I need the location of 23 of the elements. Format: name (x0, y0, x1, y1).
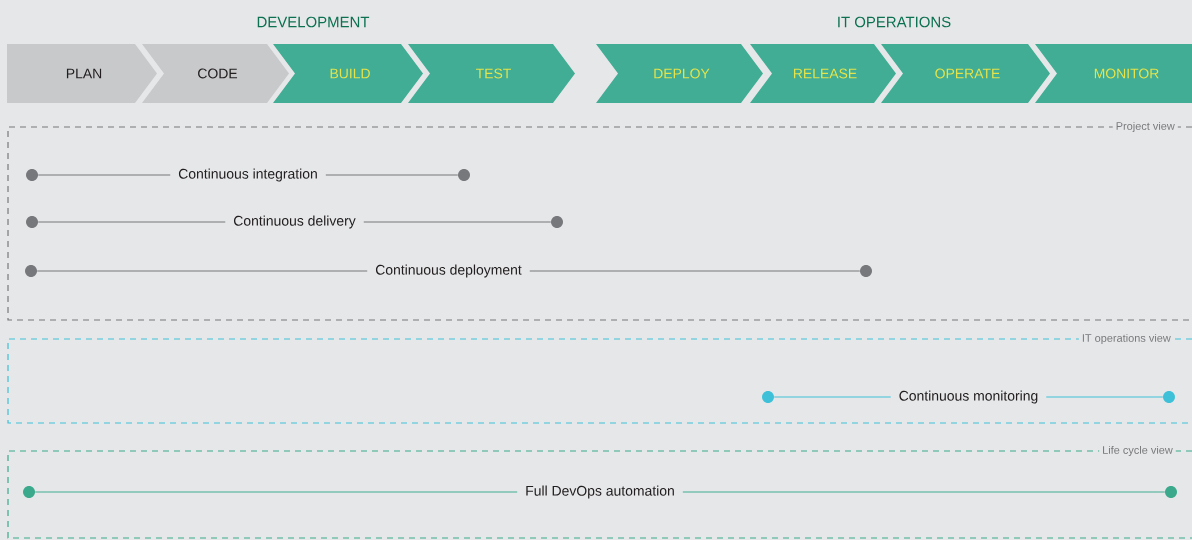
chevron-step: CODE (142, 44, 289, 103)
edge-label: Continuous monitoring (890, 388, 1047, 406)
node-label: RELEASE (793, 68, 857, 79)
edge-label: Continuous integration (170, 166, 326, 184)
chevron-step: OPERATE (881, 44, 1050, 103)
node-label: TEST (476, 68, 512, 79)
chevron-step: DEPLOY (596, 44, 763, 103)
chevron-step: MONITOR (1035, 44, 1192, 103)
phase-heading: DEVELOPMENT (257, 16, 370, 28)
phase-heading: IT OPERATIONS (838, 16, 951, 28)
node-label: OPERATE (935, 68, 1000, 79)
node-label: DEPLOY (654, 68, 710, 79)
node-label: CODE (198, 68, 238, 79)
edge-label: Continuous deployment (367, 262, 530, 280)
node-label: MONITOR (1094, 68, 1159, 79)
node-label: PLAN (66, 68, 102, 79)
chevron-step: TEST (408, 44, 575, 103)
chevron-step: BUILD (273, 44, 423, 103)
node-label: BUILD (330, 68, 370, 79)
chevron-step: RELEASE (750, 44, 896, 103)
chevron-step: PLAN (7, 44, 157, 103)
edge-label: Full DevOps automation (517, 483, 683, 501)
edge-label: Continuous delivery (225, 213, 364, 231)
